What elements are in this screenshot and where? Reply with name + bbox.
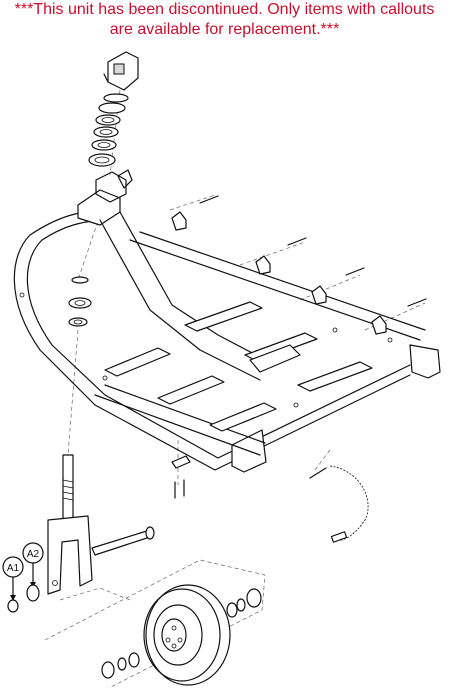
mounting-brackets [19, 211, 393, 408]
callout-a1: A1 [2, 556, 24, 613]
frame-cross-slats [104, 301, 373, 432]
notice-line-2: are available for replacement.*** [109, 21, 340, 38]
callout-a2-label: A2 [27, 549, 40, 560]
assembly-leader-lines [44, 89, 426, 688]
notice-line-1: ***This unit has been discontinued. Only… [14, 1, 435, 18]
callout-a2: A2 [22, 542, 44, 602]
frame-screws [199, 195, 427, 307]
lock-pin-and-chain [171, 455, 369, 543]
callout-a1-label: A1 [7, 563, 20, 574]
wheel-bearings-left [101, 652, 140, 679]
wheel-bearings-right [226, 588, 262, 618]
fork-cap-assembly [103, 51, 139, 103]
caster-wheel [143, 584, 231, 686]
bearing-stack-upper [88, 102, 126, 167]
discontinued-notice: ***This unit has been discontinued. Only… [0, 0, 449, 40]
main-frame [13, 169, 441, 473]
caster-fork [47, 454, 155, 595]
bearing-stack-lower [68, 276, 92, 327]
